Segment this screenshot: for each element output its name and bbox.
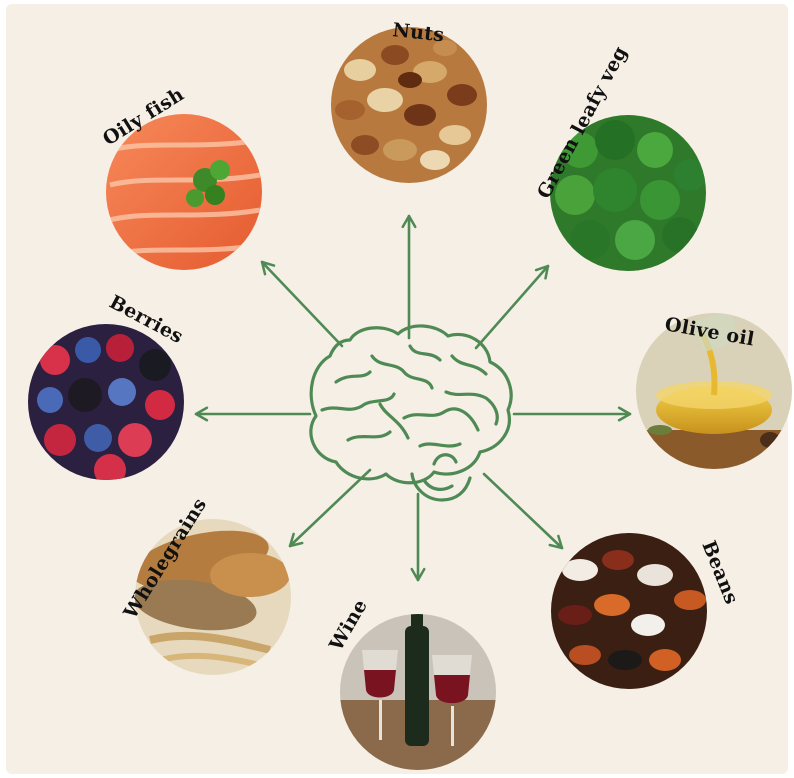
brain-food-diagram: Nuts Green leafy veg	[0, 0, 794, 778]
